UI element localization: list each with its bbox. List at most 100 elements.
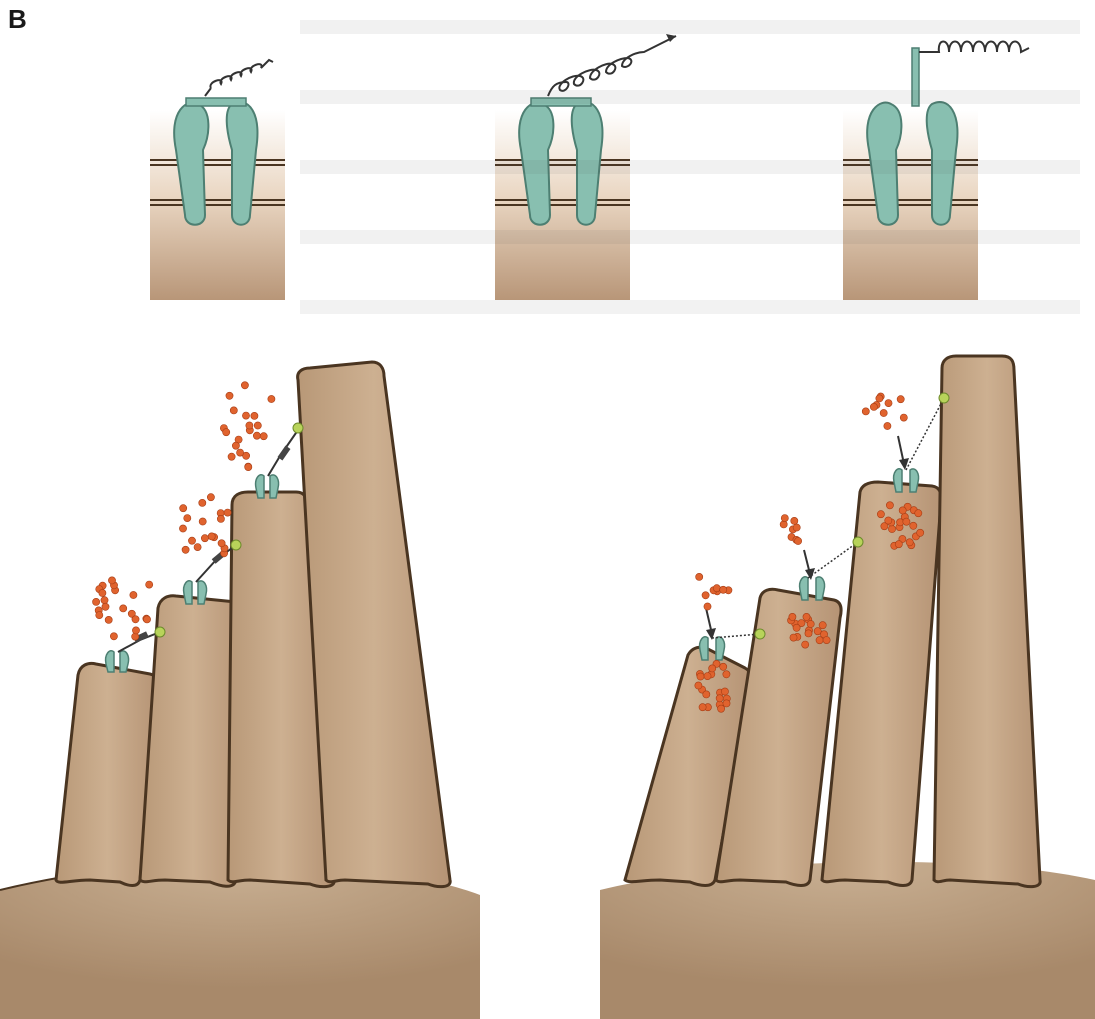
calcium-ion-icon xyxy=(253,432,260,439)
calcium-ion-icon xyxy=(260,433,267,440)
calcium-ion-icon xyxy=(723,700,730,707)
gating-spring-icon xyxy=(919,42,1029,53)
gating-spring-icon xyxy=(205,60,273,96)
calcium-ion-icon xyxy=(699,704,706,711)
calcium-ion-icon xyxy=(789,613,796,620)
calcium-ion-icon xyxy=(721,688,728,695)
calcium-ion-icon xyxy=(709,665,716,672)
calcium-ion-icon xyxy=(888,525,895,532)
calcium-ion-icon xyxy=(101,597,108,604)
tip-link xyxy=(808,542,858,578)
calcium-ion-icon xyxy=(793,624,800,631)
calcium-ion-icon xyxy=(184,515,191,522)
calcium-ion-icon xyxy=(99,589,106,596)
insertion-plaque xyxy=(293,423,303,433)
calcium-ion-icon xyxy=(146,581,153,588)
calcium-ion-icon xyxy=(704,603,711,610)
calcium-ion-icon xyxy=(910,522,917,529)
calcium-ion-icon xyxy=(201,535,208,542)
calcium-ion-icon xyxy=(199,499,206,506)
calcium-ion-icon xyxy=(132,616,139,623)
calcium-ion-icon xyxy=(182,546,189,553)
insertion-plaque xyxy=(939,393,949,403)
gating-spring-icon xyxy=(548,36,676,96)
calcium-ion-icon xyxy=(230,407,237,414)
calcium-ion-icon xyxy=(241,382,248,389)
calcium-ion-icon xyxy=(884,422,891,429)
calcium-ion-icon xyxy=(704,673,711,680)
calcium-ion-icon xyxy=(880,409,887,416)
stereocilium xyxy=(822,482,941,886)
calcium-ion-icon xyxy=(226,392,233,399)
calcium-ion-icon xyxy=(224,509,231,516)
calcium-ion-icon xyxy=(723,671,730,678)
calcium-ion-icon xyxy=(179,525,186,532)
insertion-plaque xyxy=(231,540,241,550)
stereocilium xyxy=(934,356,1040,887)
calcium-ion-icon xyxy=(246,422,253,429)
calcium-ion-icon xyxy=(862,408,869,415)
calcium-ion-icon xyxy=(696,573,703,580)
calcium-ion-icon xyxy=(254,422,261,429)
calcium-ion-icon xyxy=(720,586,727,593)
calcium-ion-icon xyxy=(102,603,109,610)
calcium-ion-icon xyxy=(93,598,100,605)
calcium-ion-icon xyxy=(228,453,235,460)
hair-bundle-right xyxy=(600,356,1095,1019)
calcium-ion-icon xyxy=(903,518,910,525)
gating-spring-icon xyxy=(278,446,291,461)
insertion-plaque xyxy=(155,627,165,637)
calcium-ion-icon xyxy=(188,537,195,544)
calcium-ion-icon xyxy=(870,403,877,410)
calcium-ion-icon xyxy=(96,612,103,619)
calcium-ion-icon xyxy=(802,641,809,648)
calcium-ion-icon xyxy=(703,691,710,698)
calcium-ion-icon xyxy=(906,539,913,546)
calcium-ion-icon xyxy=(242,412,249,419)
calcium-ion-icon xyxy=(251,412,258,419)
insertion-plaque xyxy=(853,537,863,547)
calcium-ion-icon xyxy=(695,682,702,689)
hair-bundle-left xyxy=(0,362,480,1019)
calcium-ion-icon xyxy=(885,400,892,407)
calcium-ion-icon xyxy=(886,502,893,509)
calcium-ion-icon xyxy=(120,605,127,612)
calcium-ion-icon xyxy=(716,695,723,702)
insertion-plaque xyxy=(755,629,765,639)
calcium-ion-icon xyxy=(713,585,720,592)
calcium-ion-icon xyxy=(819,622,826,629)
calcium-ion-icon xyxy=(217,515,224,522)
calcium-ion-icon xyxy=(917,529,924,536)
stereocilium xyxy=(298,362,451,887)
calcium-ion-icon xyxy=(793,524,800,531)
calcium-ion-icon xyxy=(110,633,117,640)
calcium-ion-icon xyxy=(781,515,788,522)
calcium-ion-icon xyxy=(237,449,244,456)
tip-link xyxy=(906,398,944,470)
calcium-ion-icon xyxy=(702,592,709,599)
calcium-ion-icon xyxy=(823,637,830,644)
calcium-ion-icon xyxy=(803,613,810,620)
cell-apex xyxy=(0,864,480,1019)
calcium-ion-icon xyxy=(208,533,215,540)
calcium-ion-icon xyxy=(108,577,115,584)
calcium-ion-icon xyxy=(899,507,906,514)
calcium-ion-icon xyxy=(915,510,922,517)
calcium-ion-icon xyxy=(180,505,187,512)
calcium-ion-icon xyxy=(900,414,907,421)
calcium-ion-icon xyxy=(795,537,802,544)
calcium-ion-icon xyxy=(876,395,883,402)
calcium-ion-icon xyxy=(132,627,139,634)
calcium-ion-icon xyxy=(885,517,892,524)
calcium-ion-icon xyxy=(877,511,884,518)
calcium-ion-icon xyxy=(790,634,797,641)
channel-state-closed xyxy=(150,60,285,300)
calcium-ion-icon xyxy=(720,663,727,670)
calcium-ion-icon xyxy=(791,517,798,524)
calcium-ion-icon xyxy=(130,591,137,598)
channel-gate xyxy=(186,98,246,106)
calcium-ion-icon xyxy=(807,620,814,627)
calcium-ion-icon xyxy=(697,673,704,680)
calcium-ion-icon xyxy=(223,429,230,436)
